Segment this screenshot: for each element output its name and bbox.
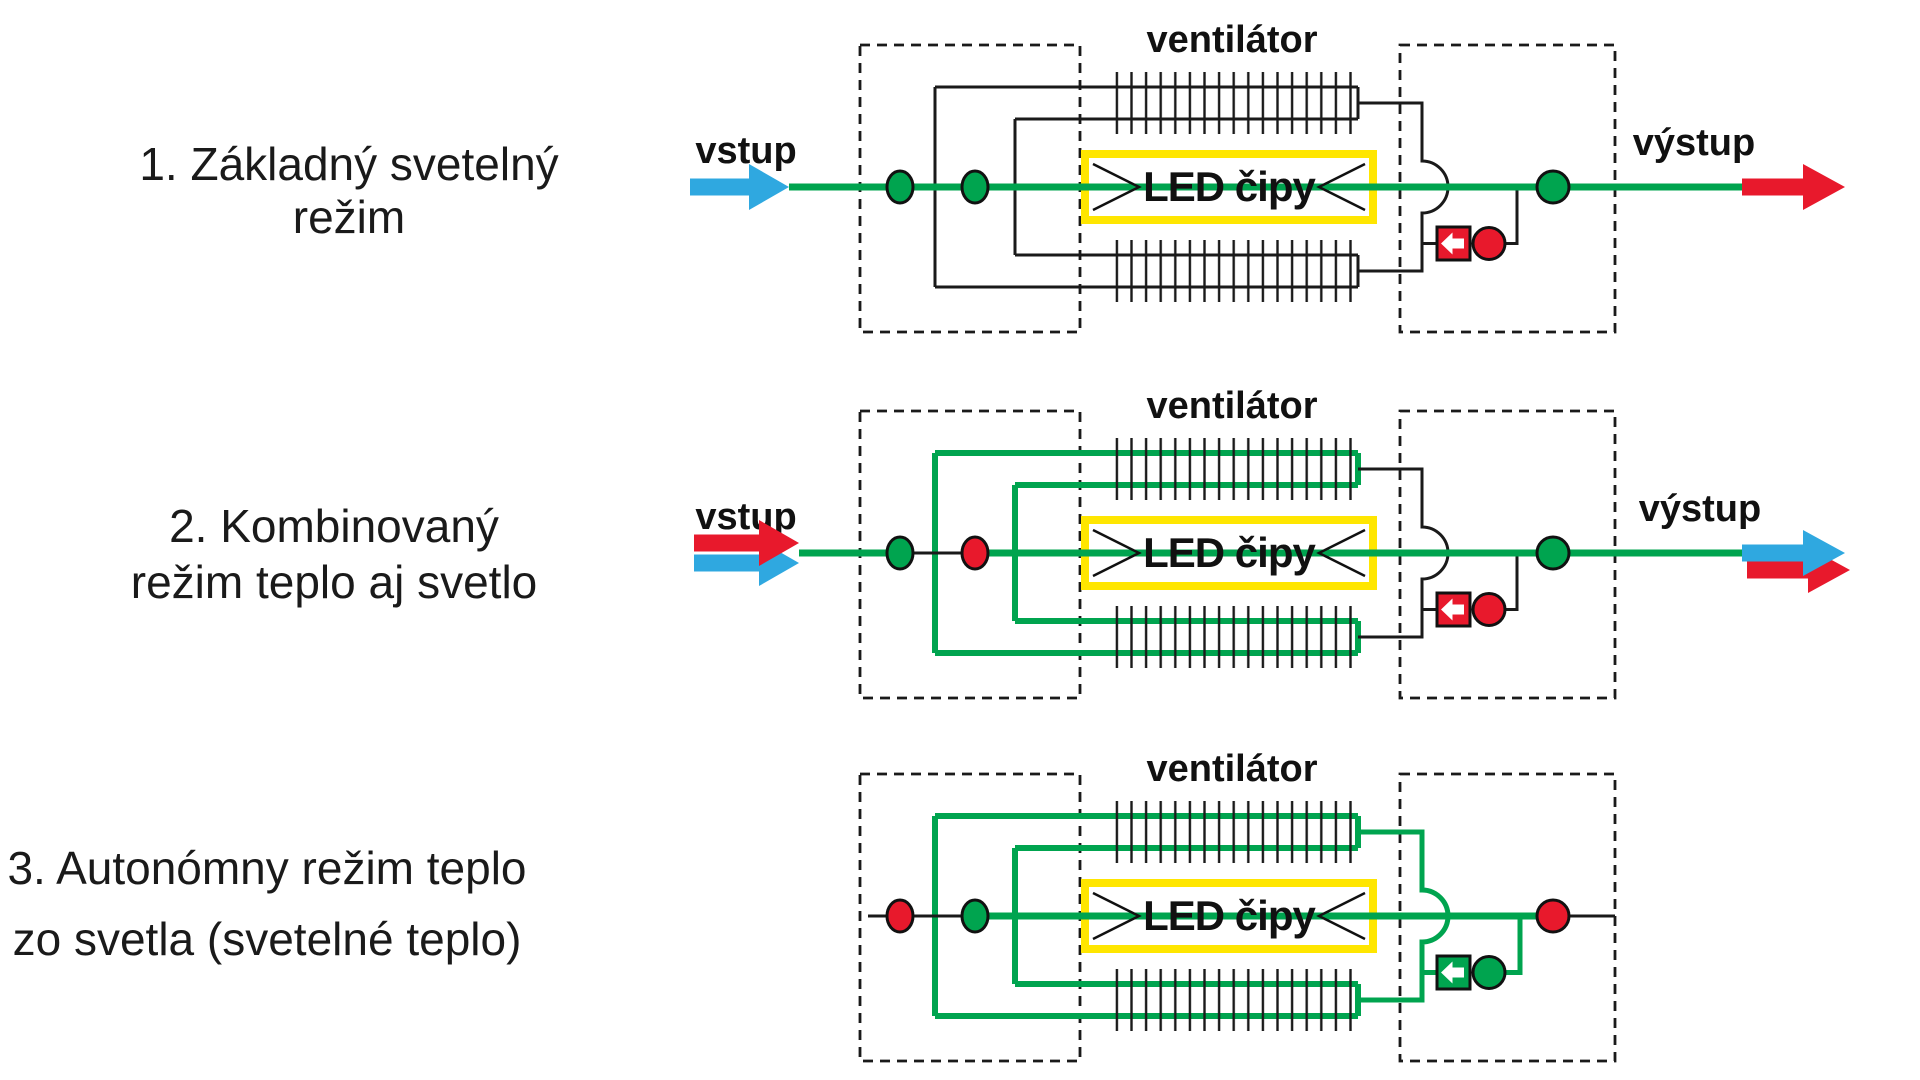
valve-node-red xyxy=(1471,226,1507,261)
output-arrow-blue-icon xyxy=(1742,530,1845,576)
led-diode-symbols-icon xyxy=(1092,528,1366,578)
input-arrow-blue-icon xyxy=(690,164,789,210)
diagram-combined-mode: 2. Kombinovaný režim teplo aj svetlo vst… xyxy=(131,385,1850,700)
top-heatsink-fins-icon xyxy=(1112,801,1358,863)
inlet-node-green xyxy=(960,898,990,934)
output-arrow-red-icon xyxy=(1742,164,1845,210)
mode-2-title-line-1: 2. Kombinovaný xyxy=(169,500,499,552)
led-diode-symbols-icon xyxy=(1092,891,1366,941)
output-label: výstup xyxy=(1639,488,1761,530)
valve-node-red xyxy=(1471,592,1507,627)
led-chip-label: LED čipy xyxy=(1143,529,1316,576)
mode-3-title-line-1: 3. Autonómny režim teplo xyxy=(7,842,526,894)
diagram-autonomous-mode: 3. Autonómny režim teplo zo svetla (svet… xyxy=(7,748,1617,1063)
inlet-node-green xyxy=(885,535,915,571)
input-label: vstup xyxy=(695,496,796,538)
fan-label: ventilátor xyxy=(1146,19,1317,61)
outlet-node-green xyxy=(1535,535,1571,571)
valve-node-green xyxy=(1471,955,1507,990)
outlet-node-red xyxy=(1535,898,1571,934)
led-diode-symbols-icon xyxy=(1092,162,1366,212)
bottom-heatsink-fins-icon xyxy=(1112,240,1358,302)
diagram-basic-light-mode: 1. Základný svetelný režim vstup výstup … xyxy=(139,19,1845,334)
valve-left-arrow-icon xyxy=(1441,598,1464,621)
valve-left-arrow-icon xyxy=(1441,232,1464,255)
input-arrow-red-icon xyxy=(694,520,799,566)
inlet-node-red xyxy=(885,898,915,934)
led-chip-label: LED čipy xyxy=(1143,892,1316,939)
mode-2-title-line-2: režim teplo aj svetlo xyxy=(131,556,538,608)
mode-3-title-line-2: zo svetla (svetelné teplo) xyxy=(13,913,522,965)
led-chip-label: LED čipy xyxy=(1143,163,1316,210)
mode-1-title-line-2: režim xyxy=(293,191,405,243)
inlet-node-green-1 xyxy=(885,169,915,205)
top-heatsink-fins-icon xyxy=(1112,72,1358,134)
bottom-heatsink-fins-icon xyxy=(1112,969,1358,1031)
mode-1-title-line-1: 1. Základný svetelný xyxy=(139,138,558,190)
inlet-node-green-2 xyxy=(960,169,990,205)
fan-label: ventilátor xyxy=(1146,385,1317,427)
fan-label: ventilátor xyxy=(1146,748,1317,790)
inlet-node-red xyxy=(960,535,990,571)
outlet-node-green xyxy=(1535,169,1571,205)
top-heatsink-fins-icon xyxy=(1112,438,1358,500)
bottom-heatsink-fins-icon xyxy=(1112,606,1358,668)
output-label: výstup xyxy=(1633,122,1755,164)
valve-left-arrow-icon xyxy=(1441,961,1464,984)
input-label: vstup xyxy=(695,130,796,172)
